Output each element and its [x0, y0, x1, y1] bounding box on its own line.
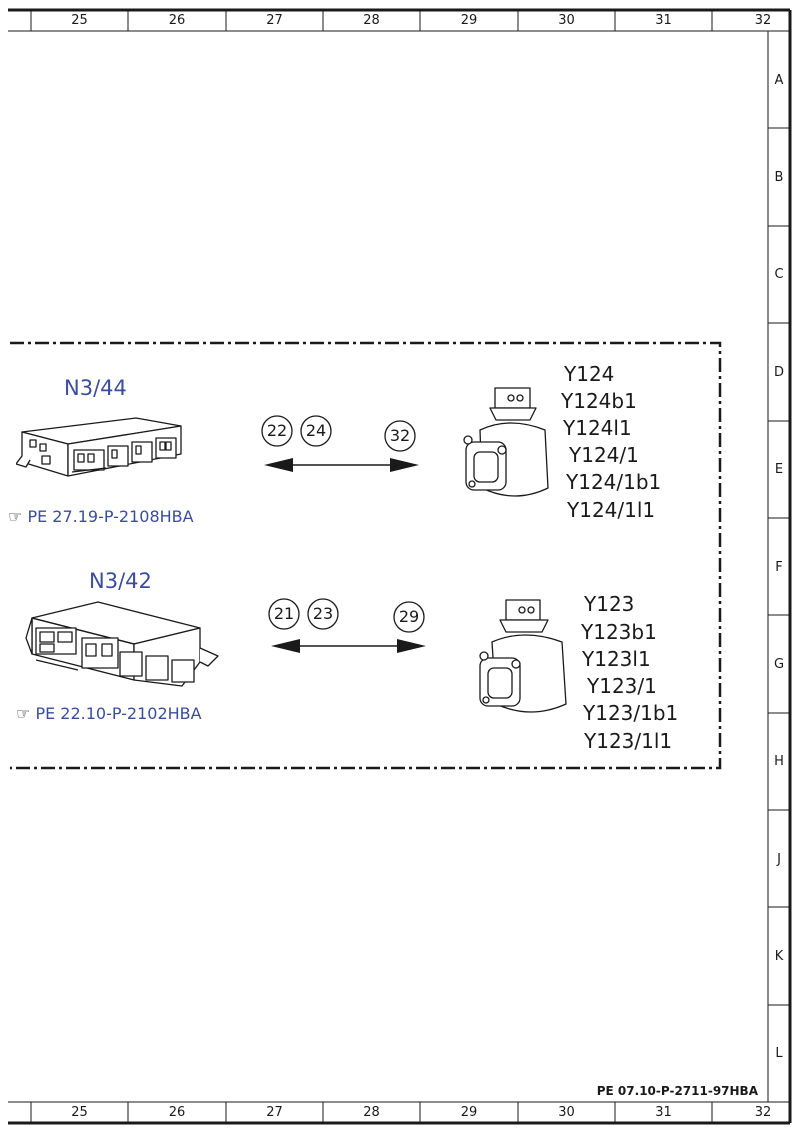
col-label: 31	[655, 1105, 672, 1120]
row-label: C	[774, 267, 784, 282]
row-label: K	[774, 949, 784, 964]
solenoid-valve-y124-drawing	[463, 387, 549, 497]
valve-label: Y124/1l1	[567, 498, 656, 522]
row-label: J	[777, 852, 781, 867]
row-label: G	[773, 657, 785, 672]
valve-label: Y123l1	[582, 647, 651, 671]
col-label: 26	[168, 13, 186, 28]
connector-pin-label: 21	[273, 604, 295, 623]
connector-pin-label: 22	[266, 421, 288, 440]
valve-label: Y123b1	[581, 620, 657, 644]
column-ruler-bottom: 25 26 27 28 29 30 31 32	[8, 1102, 790, 1122]
valve-label: Y123	[584, 592, 635, 616]
row-label: A	[774, 73, 784, 88]
valve-label: Y124	[564, 362, 615, 386]
row-label: L	[775, 1046, 783, 1061]
valve-label: Y123/1	[587, 674, 657, 698]
col-label: 32	[754, 1105, 772, 1120]
solenoid-valve-y123-drawing	[479, 599, 567, 713]
col-label: 27	[266, 1105, 283, 1120]
pointing-hand-icon: ☞	[8, 507, 23, 526]
row-label: B	[774, 170, 784, 185]
col-label: 32	[754, 13, 772, 28]
connector-pin-label: 24	[305, 421, 327, 440]
valve-label: Y124/1b1	[566, 470, 662, 494]
module-id-n3-44: N3/44	[64, 376, 127, 400]
column-ruler-top: 25 26 27 28 29 30 31 32	[8, 10, 790, 30]
valve-label: Y123/1l1	[584, 729, 673, 753]
col-label: 30	[558, 1105, 575, 1120]
reference-link-n3-42[interactable]: ☞ PE 22.10-P-2102HBA	[16, 704, 202, 723]
connector-pin-label: 29	[398, 607, 420, 626]
col-label: 30	[558, 13, 575, 28]
module-id-n3-42: N3/42	[89, 569, 152, 593]
control-module-n3-42-drawing	[25, 601, 219, 687]
control-module-n3-44-drawing	[16, 417, 182, 477]
connector-pin-label: 23	[312, 604, 334, 623]
reference-link-n3-44[interactable]: ☞ PE 27.19-P-2108HBA	[8, 507, 194, 526]
valve-label: Y123/1b1	[583, 701, 679, 725]
row-label: H	[774, 754, 784, 769]
row-label: E	[774, 462, 784, 477]
col-label: 28	[363, 1105, 380, 1120]
col-label: 25	[71, 1105, 88, 1120]
connector-link-bottom	[268, 598, 426, 653]
col-label: 25	[71, 13, 88, 28]
col-label: 28	[363, 13, 380, 28]
connector-link-top	[261, 415, 419, 472]
row-label: F	[775, 560, 783, 575]
col-label: 26	[168, 1105, 186, 1120]
col-label: 31	[655, 13, 672, 28]
col-label: 29	[460, 1105, 478, 1120]
pointing-hand-icon: ☞	[16, 704, 31, 723]
connector-pin-label: 32	[389, 426, 411, 445]
valve-label: Y124b1	[561, 389, 637, 413]
document-code: PE 07.10-P-2711-97HBA	[596, 1084, 758, 1098]
valve-label: Y124/1	[569, 443, 639, 467]
row-label: D	[773, 365, 784, 380]
valve-label: Y124l1	[563, 416, 632, 440]
col-label: 27	[266, 13, 283, 28]
col-label: 29	[460, 13, 478, 28]
